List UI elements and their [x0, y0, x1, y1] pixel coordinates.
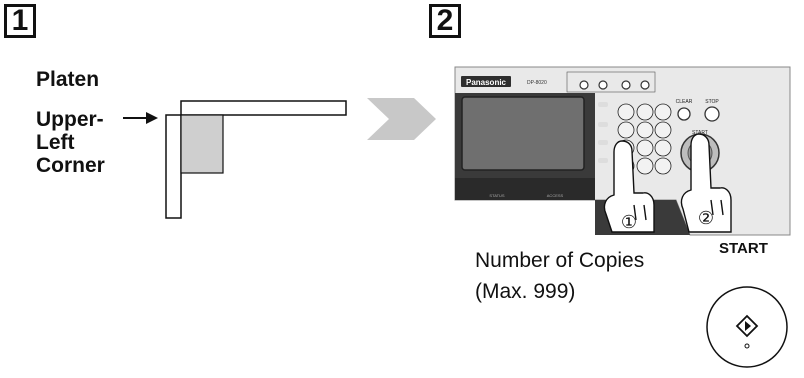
stop-label: STOP: [705, 99, 719, 105]
start-indicator-lamp: [744, 343, 750, 349]
number-of-copies-note: Number of Copies (Max. 999): [475, 245, 644, 307]
corner-label-line-1: Upper-: [36, 108, 104, 131]
finger-marker-2: ②: [698, 208, 714, 228]
hand-1-icon: [603, 140, 655, 233]
corner-label-line-3: Corner: [36, 154, 105, 177]
finger-marker-1: ①: [621, 212, 637, 232]
clear-label: CLEAR: [676, 99, 693, 105]
access-label: ACCESS: [547, 193, 564, 198]
start-diamond-icon: [735, 314, 759, 338]
upper-left-corner-label: Upper- Left Corner: [36, 108, 105, 177]
clear-button: [677, 107, 691, 121]
start-panel-label: START: [692, 130, 708, 136]
status-label: STATUS: [489, 193, 505, 198]
next-step-chevron: [367, 98, 436, 140]
stop-button: [704, 106, 720, 122]
copies-line-2: (Max. 999): [475, 280, 576, 303]
brand-logo-text: Panasonic: [466, 78, 507, 87]
platen-outline: [165, 100, 347, 219]
start-label: START: [719, 240, 768, 257]
step-1-number: 1: [4, 4, 36, 38]
top-button-group: [579, 80, 650, 90]
platen-label: Platen: [36, 68, 100, 91]
document-on-platen: [180, 114, 224, 174]
step-2-number: 2: [429, 4, 461, 38]
side-keys: [598, 102, 608, 163]
lcd-display: [461, 96, 585, 171]
copies-line-1: Number of Copies: [475, 249, 645, 272]
model-text: DP-8020: [527, 80, 547, 86]
hand-2-icon: [680, 133, 732, 233]
corner-label-line-2: Left: [36, 131, 75, 154]
corner-pointer-arrow: [123, 112, 158, 124]
